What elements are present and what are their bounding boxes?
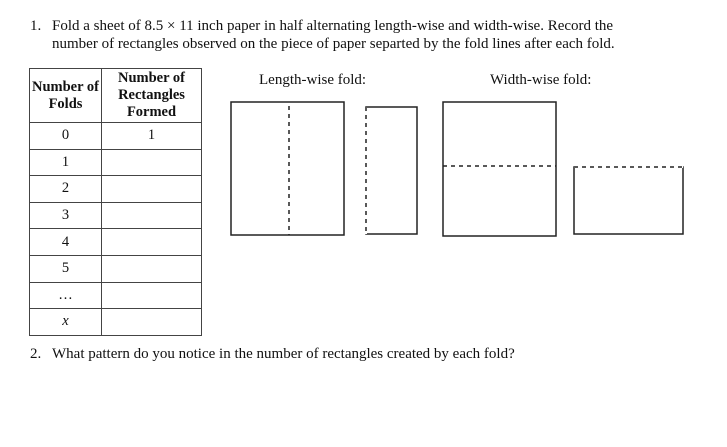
folds-cell: 2 bbox=[29, 175, 102, 203]
folds-cell: 3 bbox=[29, 201, 102, 230]
header-number-of-rectangles: Number of Rectangles Formed bbox=[101, 68, 202, 123]
rectangles-cell[interactable] bbox=[101, 254, 202, 283]
widthwise-full-sheet bbox=[442, 101, 557, 237]
lengthwise-fold-label: Length-wise fold: bbox=[259, 72, 367, 88]
question-2-number: 2. bbox=[30, 346, 42, 362]
question-1-text: Fold a sheet of 8.5 × 11 inch paper in h… bbox=[52, 17, 710, 53]
lengthwise-full-sheet bbox=[230, 101, 345, 236]
lengthwise-folded-sheet bbox=[365, 106, 418, 235]
rectangles-cell[interactable] bbox=[101, 228, 202, 256]
question-1-line-1: Fold a sheet of 8.5 × 11 inch paper in h… bbox=[52, 18, 614, 34]
folds-table: Number of Folds Number of Rectangles For… bbox=[29, 68, 202, 336]
widthwise-folded-sheet bbox=[573, 166, 684, 235]
table-row: 4 bbox=[29, 228, 202, 256]
table-row: … bbox=[29, 281, 202, 310]
question-1: 1. Fold a sheet of 8.5 × 11 inch paper i… bbox=[30, 17, 710, 53]
table-row: x bbox=[29, 308, 202, 336]
folds-cell: … bbox=[29, 281, 102, 310]
table-row: 3 bbox=[29, 201, 202, 230]
question-1-line-2: number of rectangles observed on the pie… bbox=[52, 36, 615, 52]
widthwise-fold-label: Width-wise fold: bbox=[490, 72, 592, 88]
folds-cell: 4 bbox=[29, 228, 102, 256]
question-2: 2. What pattern do you notice in the numb… bbox=[30, 346, 515, 363]
rectangles-cell[interactable] bbox=[101, 175, 202, 203]
question-1-number: 1. bbox=[30, 18, 42, 34]
table-row: 5 bbox=[29, 254, 202, 283]
folds-cell: 5 bbox=[29, 254, 102, 283]
rectangles-cell[interactable] bbox=[101, 148, 202, 177]
question-2-text: What pattern do you notice in the number… bbox=[52, 346, 515, 362]
table-row: 1 bbox=[29, 148, 202, 177]
rectangles-cell[interactable] bbox=[101, 308, 202, 336]
table-row: 2 bbox=[29, 175, 202, 203]
folds-cell: x bbox=[29, 308, 102, 336]
header-number-of-folds: Number of Folds bbox=[29, 68, 102, 123]
